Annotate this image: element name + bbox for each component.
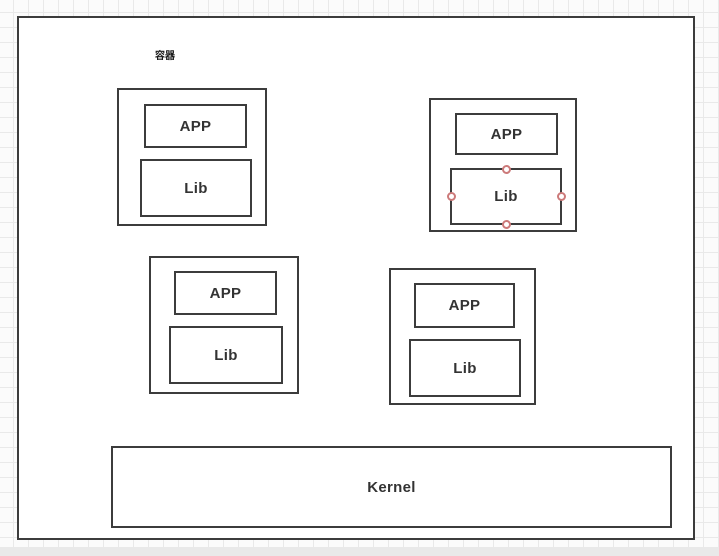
container-label: 容器 <box>155 51 175 62</box>
selection-handle-bottom[interactable] <box>501 219 511 229</box>
app-box-label: APP <box>179 117 212 135</box>
container-group-1[interactable]: APP Lib <box>117 88 267 226</box>
lib-box[interactable]: Lib <box>169 326 283 384</box>
container-group-3[interactable]: APP Lib <box>149 256 299 394</box>
selection-handle-left[interactable] <box>446 192 456 201</box>
lib-box-label: Lib <box>184 179 208 197</box>
app-box[interactable]: APP <box>144 104 247 148</box>
kernel-box-label: Kernel <box>367 478 416 496</box>
canvas-bottom-edge <box>0 547 719 556</box>
selection-handle-right[interactable] <box>556 192 566 201</box>
lib-box-label: Lib <box>494 188 518 205</box>
kernel-box[interactable]: Kernel <box>111 446 672 528</box>
lib-box-label: Lib <box>214 346 238 364</box>
lib-box-label: Lib <box>453 359 477 377</box>
lib-box-selected[interactable]: Lib <box>446 164 566 229</box>
app-box-label: APP <box>490 125 523 143</box>
container-group-4[interactable]: APP Lib <box>389 268 536 405</box>
app-box[interactable]: APP <box>174 271 277 315</box>
lib-box[interactable]: Lib <box>140 159 252 217</box>
app-box-label: APP <box>448 297 481 314</box>
app-box[interactable]: APP <box>414 283 515 328</box>
container-group-2[interactable]: APP Lib <box>429 98 577 232</box>
selection-handle-top[interactable] <box>501 164 511 174</box>
outer-boundary-box[interactable]: 容器 APP Lib APP Lib <box>17 16 695 540</box>
lib-box[interactable]: Lib <box>409 339 521 397</box>
app-box[interactable]: APP <box>455 113 558 155</box>
app-box-label: APP <box>209 284 242 302</box>
